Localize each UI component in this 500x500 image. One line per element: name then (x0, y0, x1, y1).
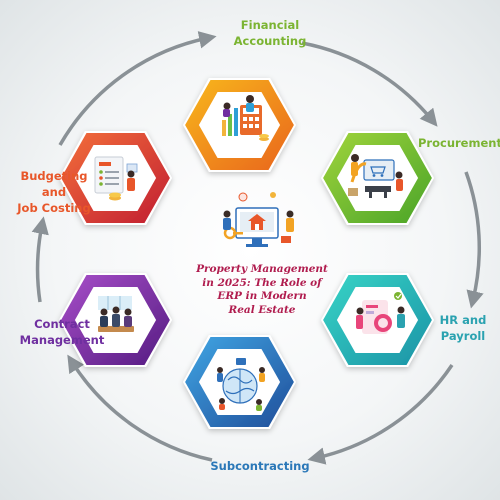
procurement-illustration (348, 154, 403, 198)
hex-procurement (321, 131, 434, 225)
label-hr-payroll: HR and Payroll (428, 312, 498, 344)
arrow-hr-to-subcontracting (307, 364, 454, 465)
hex-budgeting-job-costing (59, 131, 172, 225)
center-title-line: ERP in Modern (217, 290, 307, 302)
label-line: Financial (240, 18, 300, 32)
label-procurement: Procurement (418, 135, 500, 151)
label-line: HR and (439, 313, 487, 327)
label-line: Management (19, 333, 105, 347)
global-network-illustration (217, 358, 265, 411)
center-title-line: in 2025: The Role of (202, 276, 322, 289)
meeting-illustration (98, 296, 134, 332)
label-line: Subcontracting (210, 459, 310, 473)
center-title: Property Management in 2025: The Role of… (196, 263, 328, 317)
label-line: Procurement (418, 136, 500, 150)
arrow-financial-to-procurement (301, 41, 438, 127)
center-title-line: Real Estate (228, 303, 296, 316)
label-line: Contract (34, 317, 90, 331)
label-budgeting-job-costing: Budgeting and Job Costing (8, 168, 100, 216)
hex-subcontracting (183, 335, 296, 429)
hr-payroll-illustration (356, 292, 405, 334)
label-line: Job Costing (17, 201, 91, 215)
finance-team-illustration (222, 95, 269, 141)
label-financial-accounting: Financial Accounting (200, 17, 340, 49)
hex-contract-management (59, 273, 172, 367)
hex-financial-accounting (183, 78, 296, 172)
property-management-illustration (223, 192, 294, 247)
budgeting-illustration (94, 156, 138, 201)
label-line: Budgeting (20, 169, 88, 183)
label-line: Accounting (233, 34, 307, 48)
arrow-budgeting-to-financial (58, 31, 217, 146)
label-line: Payroll (440, 329, 486, 343)
center-title-line: Property Management (196, 263, 328, 275)
arrow-subcontracting-to-contract (67, 354, 213, 462)
arrow-procurement-to-hr (464, 171, 484, 309)
label-contract-management: Contract Management (16, 316, 108, 348)
cycle-arrows (31, 31, 484, 465)
hex-hr-payroll (321, 273, 434, 367)
arrow-contract-to-budgeting (31, 216, 49, 303)
label-subcontracting: Subcontracting (200, 458, 320, 474)
label-line: and (41, 185, 67, 199)
